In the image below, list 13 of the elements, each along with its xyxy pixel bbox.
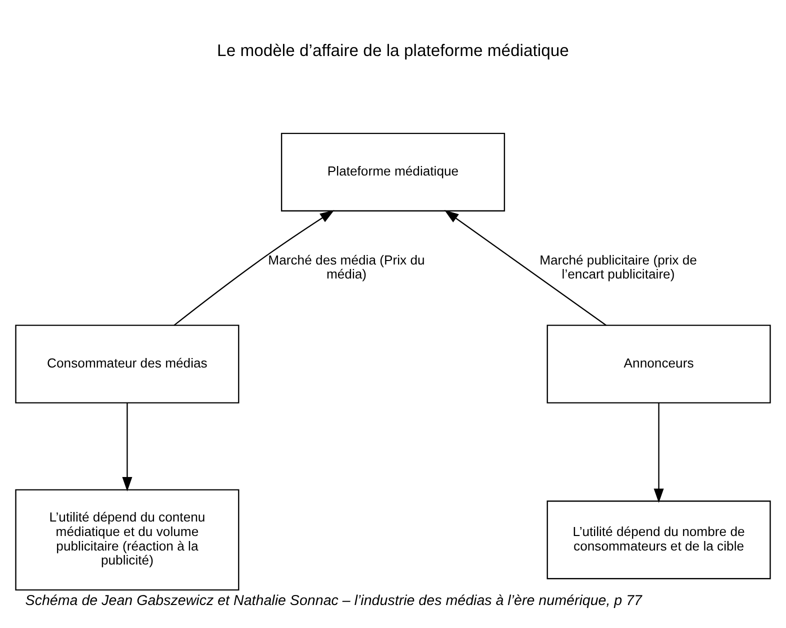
node-box: L’utilité dépend du contenu médiatique et du volume publicitaire (réaction à la publicité) xyxy=(15,489,240,591)
node-box: Consommateur des médias xyxy=(15,324,240,404)
diagram-title: Le modèle d’affaire de la plateforme médiatique xyxy=(217,41,569,60)
node-box: Plateforme médiatique xyxy=(280,132,506,212)
arrow xyxy=(444,210,606,326)
arrow xyxy=(174,210,334,326)
caption: Schéma de Jean Gabszewicz et Nathalie Sonnac – l’industrie des médias à l’ère numérique, p 77 xyxy=(25,592,642,609)
node-box: L’utilité dépend du nombre de consommateurs et de la cible xyxy=(546,500,771,580)
arrow xyxy=(122,402,132,492)
node-box: Annonceurs xyxy=(546,324,771,404)
arrow xyxy=(654,402,664,503)
edge-label: Marché publicitaire (prix de l’encart publicitaire) xyxy=(540,252,697,282)
edge-label: Marché des média (Prix du média) xyxy=(268,252,425,282)
